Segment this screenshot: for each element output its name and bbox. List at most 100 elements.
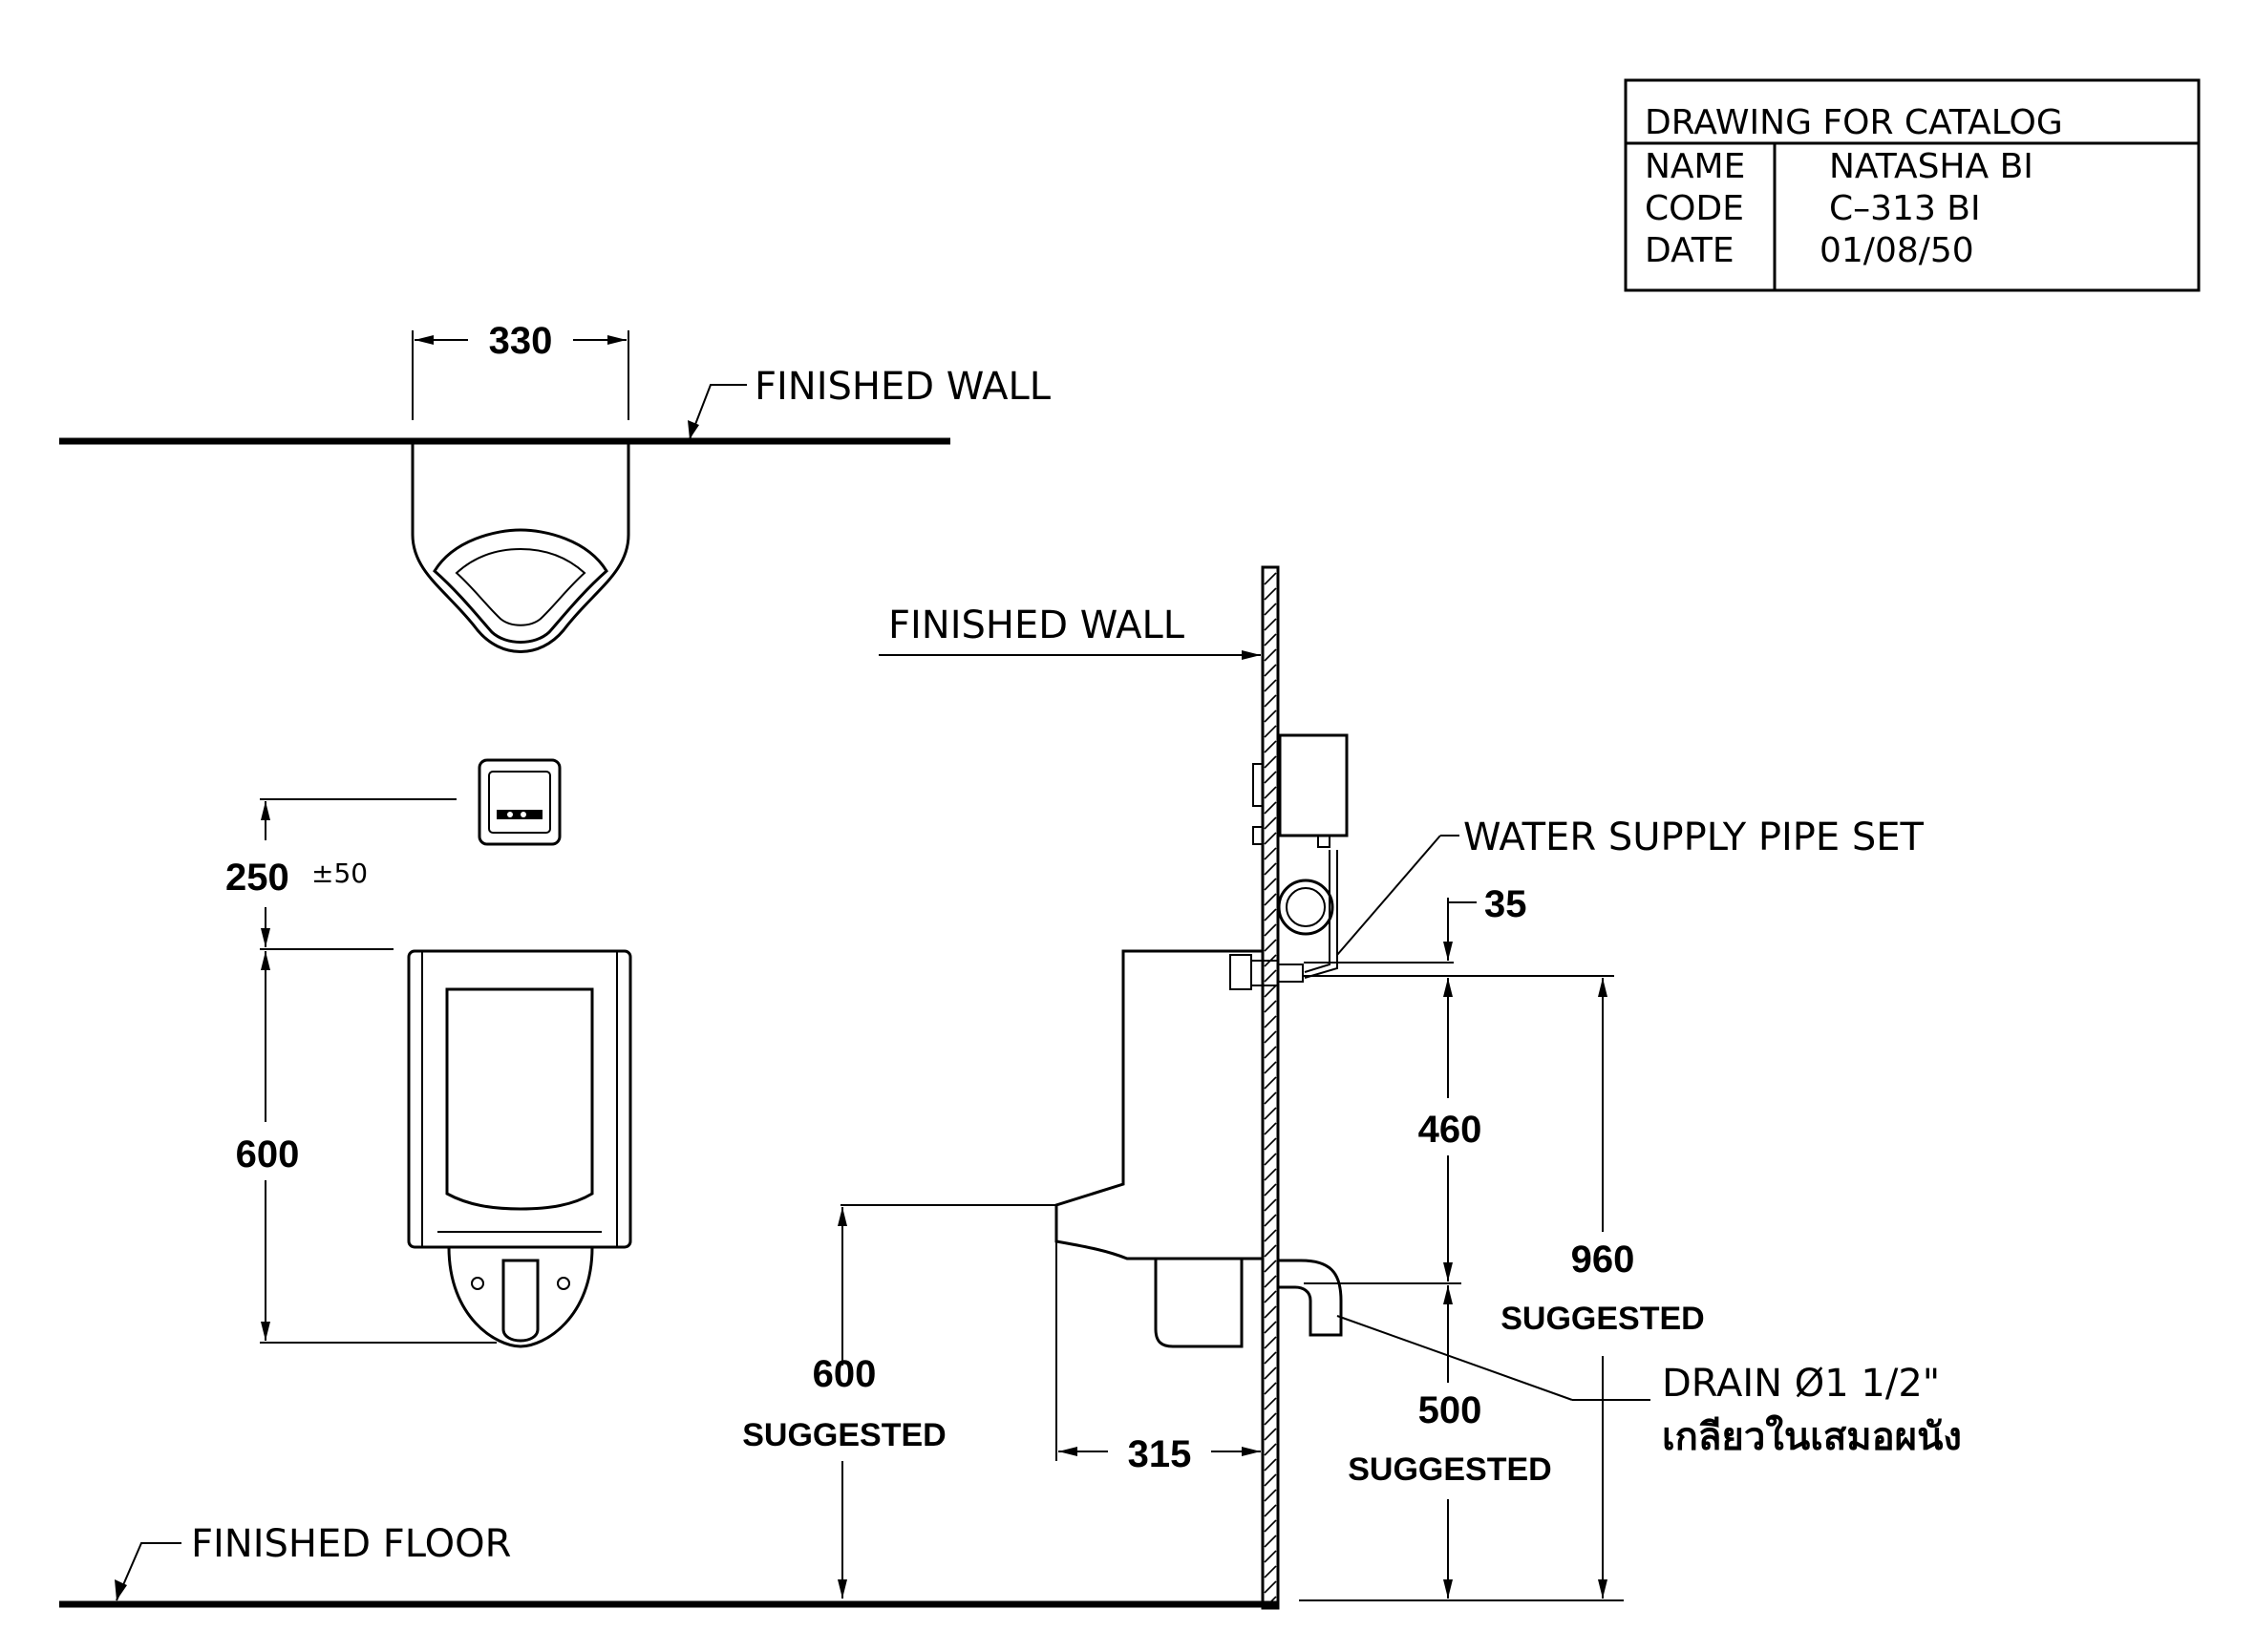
hatch-line xyxy=(1264,1519,1277,1533)
finished-wall-label-side: FINISHED WALL xyxy=(888,604,1185,647)
dimension-960: 960 xyxy=(1571,1239,1635,1281)
title-block-code-label: CODE xyxy=(1645,189,1744,228)
dimension-330: 330 xyxy=(489,320,553,362)
finished-wall-label-top: FINISHED WALL xyxy=(755,365,1052,409)
sensor-plate xyxy=(478,758,562,846)
water-supply-label: WATER SUPPLY PIPE SET xyxy=(1463,815,1925,859)
hatch-line xyxy=(1264,1580,1277,1594)
title-block-name-label: NAME xyxy=(1645,147,1745,186)
water-supply-pipe xyxy=(1277,850,1338,979)
urinal-side-body xyxy=(1054,949,1263,1348)
title-block-name-value: NATASHA BI xyxy=(1829,147,2033,186)
hatch-line xyxy=(1264,1122,1277,1135)
dimension-460: 460 xyxy=(1418,1109,1482,1151)
hatch-line xyxy=(1264,740,1277,753)
title-block-heading: DRAWING FOR CATALOG xyxy=(1645,103,2063,142)
hatch-line xyxy=(1264,1336,1277,1349)
dimension-600-rim: 600 xyxy=(813,1353,877,1395)
urinal-front-body xyxy=(407,949,632,1348)
hatch-line xyxy=(1264,1137,1277,1151)
urinal-plan-outline xyxy=(411,444,630,653)
hatch-line xyxy=(1264,1214,1277,1227)
dimension-600-front: 600 xyxy=(236,1133,300,1175)
hatch-line xyxy=(1264,710,1277,723)
hatch-line xyxy=(1264,1321,1277,1334)
hatch-line xyxy=(1264,1046,1277,1059)
hatch-line xyxy=(1264,1382,1277,1395)
hatch-line xyxy=(1264,572,1277,585)
wall-hatching xyxy=(1264,572,1277,1609)
drain-trap xyxy=(1278,1259,1343,1337)
hatch-line xyxy=(1264,771,1277,784)
hatch-line xyxy=(1264,648,1277,662)
hatch-line xyxy=(1264,862,1277,876)
hatch-line xyxy=(1264,755,1277,769)
hatch-line xyxy=(1264,985,1277,998)
hatch-line xyxy=(1264,1366,1277,1380)
dimension-960-note: SUGGESTED xyxy=(1500,1301,1704,1337)
hatch-line xyxy=(1264,618,1277,631)
hatch-line xyxy=(1264,847,1277,860)
drain-label: DRAIN Ø1 1/2" xyxy=(1662,1362,1940,1406)
hatch-line xyxy=(1264,603,1277,616)
hatch-line xyxy=(1264,1015,1277,1028)
hatch-line xyxy=(1264,1000,1277,1013)
dimension-35: 35 xyxy=(1484,883,1527,925)
wall-section xyxy=(1261,565,1280,1610)
title-block: DRAWING FOR CATALOG NAME NATASHA BI CODE… xyxy=(1624,78,2201,292)
finished-floor-label: FINISHED FLOOR xyxy=(191,1522,511,1566)
hatch-line xyxy=(1264,1550,1277,1563)
urinal-front-base xyxy=(447,1246,594,1348)
side-view: FINISHED WALL WATER SUPPLY PIPE SET xyxy=(742,565,1962,1610)
hatch-line xyxy=(1264,587,1277,601)
finished-floor: FINISHED FLOOR xyxy=(59,1522,1278,1608)
hatch-line xyxy=(1264,893,1277,906)
hatch-line xyxy=(1264,725,1277,738)
hatch-line xyxy=(1264,969,1277,983)
hatch-line xyxy=(1264,908,1277,921)
hatch-line xyxy=(1264,1458,1277,1472)
top-view: 330 FINISHED WALL xyxy=(59,320,1052,653)
hatch-line xyxy=(1264,1244,1277,1258)
title-block-date-label: DATE xyxy=(1645,231,1735,270)
hatch-line xyxy=(1264,832,1277,845)
hatch-line xyxy=(1264,939,1277,952)
dimension-500: 500 xyxy=(1418,1389,1482,1431)
front-view: 250 ±50 600 xyxy=(225,758,632,1348)
hatch-line xyxy=(1264,923,1277,937)
hatch-line xyxy=(1264,633,1277,646)
hatch-line xyxy=(1264,694,1277,708)
hatch-line xyxy=(1264,878,1277,891)
title-block-date-value: 01/08/50 xyxy=(1820,231,1974,270)
hatch-line xyxy=(1264,1229,1277,1242)
hatch-line xyxy=(1264,816,1277,830)
pipe-fitting xyxy=(1229,954,1304,990)
hatch-line xyxy=(1264,786,1277,799)
hatch-line xyxy=(1264,1443,1277,1456)
hatch-line xyxy=(1264,801,1277,815)
hatch-line xyxy=(1264,1107,1277,1120)
hatch-line xyxy=(1264,1412,1277,1426)
hatch-line xyxy=(1264,1030,1277,1044)
dimension-600-rim-note: SUGGESTED xyxy=(742,1417,946,1453)
drain-leader xyxy=(1336,1315,1573,1401)
hatch-line xyxy=(1264,1091,1277,1105)
hatch-line xyxy=(1264,679,1277,692)
hatch-line xyxy=(1264,1535,1277,1548)
hatch-line xyxy=(1264,1061,1277,1074)
dimension-250: 250 xyxy=(225,857,289,899)
hatch-line xyxy=(1264,1428,1277,1441)
hatch-line xyxy=(1264,664,1277,677)
hatch-line xyxy=(1264,1397,1277,1410)
hatch-line xyxy=(1264,1290,1277,1303)
hatch-line xyxy=(1264,1351,1277,1365)
hatch-line xyxy=(1264,1198,1277,1212)
finished-wall-leader-top xyxy=(689,384,747,440)
hatch-line xyxy=(1264,1489,1277,1502)
dimension-250-tolerance: ±50 xyxy=(311,858,368,889)
hatch-line xyxy=(1264,1305,1277,1319)
hatch-line xyxy=(1264,1275,1277,1288)
hatch-line xyxy=(1264,1153,1277,1166)
hatch-line xyxy=(1264,1183,1277,1197)
